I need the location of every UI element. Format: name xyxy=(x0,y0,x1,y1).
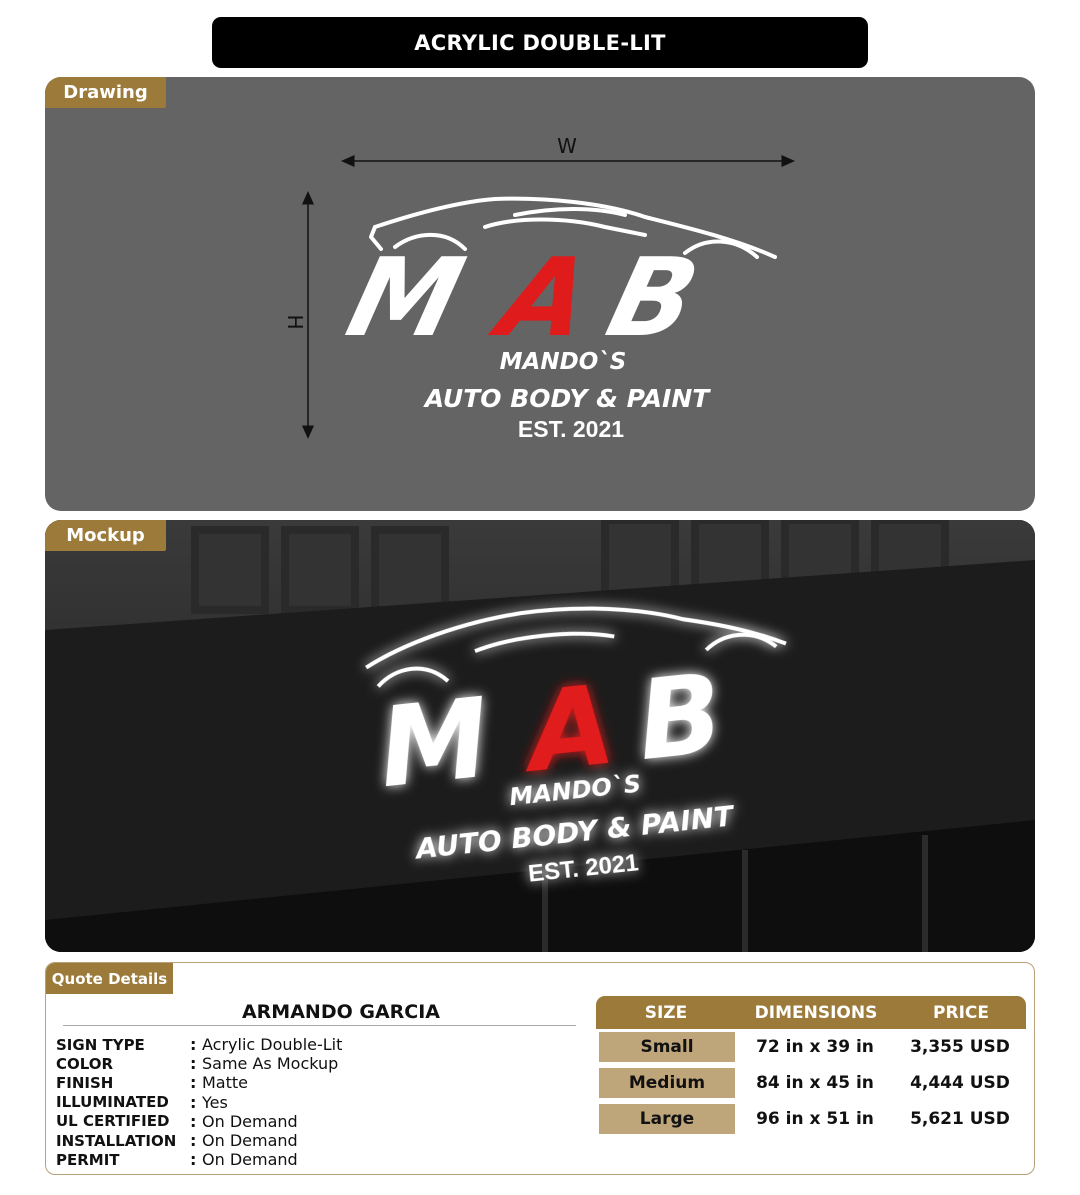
header-size: SIZE xyxy=(644,1002,688,1023)
spec-value: Acrylic Double-Lit xyxy=(202,1035,343,1055)
header-dimensions: DIMENSIONS xyxy=(754,1002,878,1023)
mockup-letter-b: B xyxy=(632,649,729,785)
mockup-panel: M A B MANDO`S AUTO BODY & PAINT EST. 202… xyxy=(45,520,1035,952)
table-row: Medium 84 in x 45 in 4,444 USD xyxy=(596,1065,1026,1101)
logo-tagline: AUTO BODY & PAINT xyxy=(423,384,712,413)
spec-value: Matte xyxy=(202,1073,248,1093)
logo-name: MANDO`S xyxy=(500,349,627,375)
logo-letter-b: B xyxy=(596,235,710,361)
spec-row: INSTALLATION : On Demand xyxy=(56,1131,342,1150)
mockup-scene: M A B MANDO`S AUTO BODY & PAINT EST. 202… xyxy=(45,520,1035,952)
table-row: Small 72 in x 39 in 3,355 USD xyxy=(596,1029,1026,1065)
spec-colon: : xyxy=(190,1073,197,1093)
logo-letter-a: A xyxy=(480,235,603,361)
spec-row: PERMIT : On Demand xyxy=(56,1150,342,1169)
mockup-tab: Mockup xyxy=(45,520,166,551)
spec-colon: : xyxy=(190,1150,197,1170)
drawing-panel: Drawing W H M A B MANDO`S AUTO BODY xyxy=(45,77,1035,511)
mockup-letter-m: M xyxy=(373,674,495,813)
spec-key: ILLUMINATED xyxy=(56,1093,169,1112)
client-name: ARMANDO GARCIA xyxy=(241,1001,441,1023)
width-label: W xyxy=(557,134,577,158)
price-table: SIZE DIMENSIONS PRICE Small 72 in x 39 i… xyxy=(596,996,1026,1137)
spec-key: FINISH xyxy=(56,1073,114,1092)
car-silhouette-icon xyxy=(369,196,777,259)
spec-key: UL CERTIFIED xyxy=(56,1112,170,1131)
logo-est: EST. 2021 xyxy=(518,416,624,442)
spec-colon: : xyxy=(190,1092,197,1112)
quote-details-panel: Quote Details ARMANDO GARCIA SIGN TYPE :… xyxy=(45,962,1035,1175)
height-label: H xyxy=(283,314,307,329)
size-cell: Small xyxy=(599,1032,735,1062)
spec-row: FINISH : Matte xyxy=(56,1073,342,1092)
dimensions-cell: 84 in x 45 in xyxy=(756,1073,874,1093)
table-row: Large 96 in x 51 in 5,621 USD xyxy=(596,1101,1026,1137)
dimensions-cell: 96 in x 51 in xyxy=(756,1109,874,1129)
spec-value: Yes xyxy=(202,1092,228,1112)
logo-mark: M A B xyxy=(336,235,710,361)
spec-key: PERMIT xyxy=(56,1150,120,1169)
spec-row: SIGN TYPE : Acrylic Double-Lit xyxy=(56,1035,342,1054)
spec-colon: : xyxy=(190,1054,197,1074)
spec-value: On Demand xyxy=(202,1150,298,1170)
price-cell: 5,621 USD xyxy=(910,1109,1010,1129)
price-table-header: SIZE DIMENSIONS PRICE xyxy=(596,996,1026,1029)
spec-colon: : xyxy=(190,1131,197,1151)
spec-value: On Demand xyxy=(202,1111,298,1131)
spec-list: SIGN TYPE : Acrylic Double-Lit COLOR : S… xyxy=(56,1035,342,1169)
logo-letter-m: M xyxy=(336,235,475,361)
drawing-tab: Drawing xyxy=(45,77,166,108)
price-cell: 3,355 USD xyxy=(910,1037,1010,1057)
spec-key: INSTALLATION xyxy=(56,1131,177,1150)
spec-row: COLOR : Same As Mockup xyxy=(56,1054,342,1073)
header-price: PRICE xyxy=(933,1002,989,1023)
dimensions-cell: 72 in x 39 in xyxy=(756,1037,874,1057)
spec-key: SIGN TYPE xyxy=(56,1035,145,1054)
spec-value: Same As Mockup xyxy=(202,1054,339,1074)
page-title: ACRYLIC DOUBLE-LIT xyxy=(212,17,868,68)
client-divider xyxy=(63,1025,576,1026)
spec-row: ILLUMINATED : Yes xyxy=(56,1093,342,1112)
spec-row: UL CERTIFIED : On Demand xyxy=(56,1112,342,1131)
price-cell: 4,444 USD xyxy=(910,1073,1010,1093)
spec-value: On Demand xyxy=(202,1131,298,1151)
drawing-canvas: W H M A B MANDO`S AUTO BODY & PAINT EST.… xyxy=(283,134,795,442)
size-cell: Large xyxy=(599,1104,735,1134)
spec-key: COLOR xyxy=(56,1054,114,1073)
sign-fascia xyxy=(45,560,1035,920)
spec-colon: : xyxy=(190,1111,197,1131)
quote-details-tab: Quote Details xyxy=(46,963,173,994)
spec-colon: : xyxy=(190,1035,197,1055)
size-cell: Medium xyxy=(599,1068,735,1098)
